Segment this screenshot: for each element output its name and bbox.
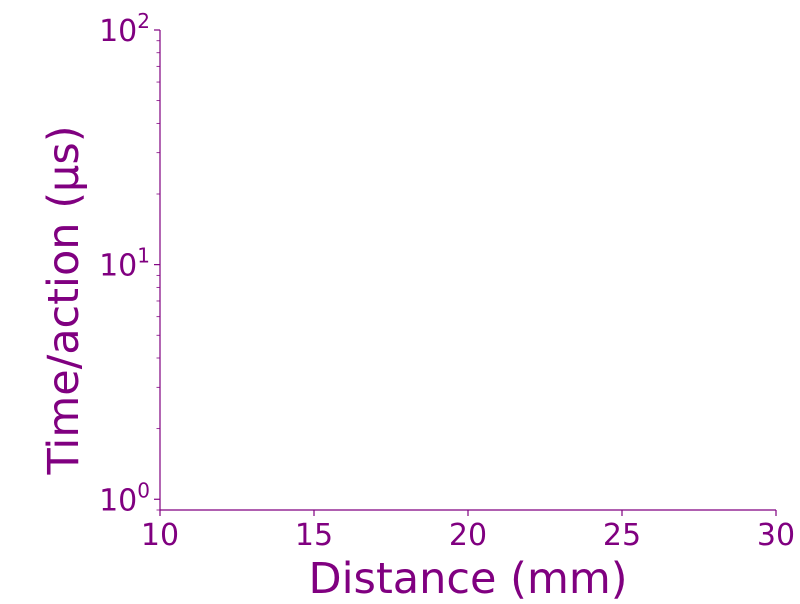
x-axis-label: Distance (mm) (308, 554, 627, 600)
y-tick-label-exponent: 2 (137, 9, 150, 33)
y-tick-label-exponent: 0 (137, 478, 150, 502)
y-tick-label: 100 (99, 478, 150, 518)
x-tick-label: 25 (603, 518, 641, 553)
x-tick-label: 10 (141, 518, 179, 553)
y-axis-label: Time/action (μs) (39, 125, 89, 475)
major-ticks (154, 29, 777, 516)
y-tick-label-base: 10 (99, 483, 137, 518)
y-tick-label: 101 (99, 244, 150, 284)
y-tick-label-exponent: 1 (137, 244, 150, 268)
x-tick-label: 15 (295, 518, 333, 553)
x-tick-label: 30 (757, 518, 795, 553)
y-tick-label-base: 10 (99, 249, 137, 284)
y-tick-label: 102 (99, 9, 150, 49)
x-tick-label: 20 (449, 518, 487, 553)
y-tick-label-base: 10 (99, 14, 137, 49)
